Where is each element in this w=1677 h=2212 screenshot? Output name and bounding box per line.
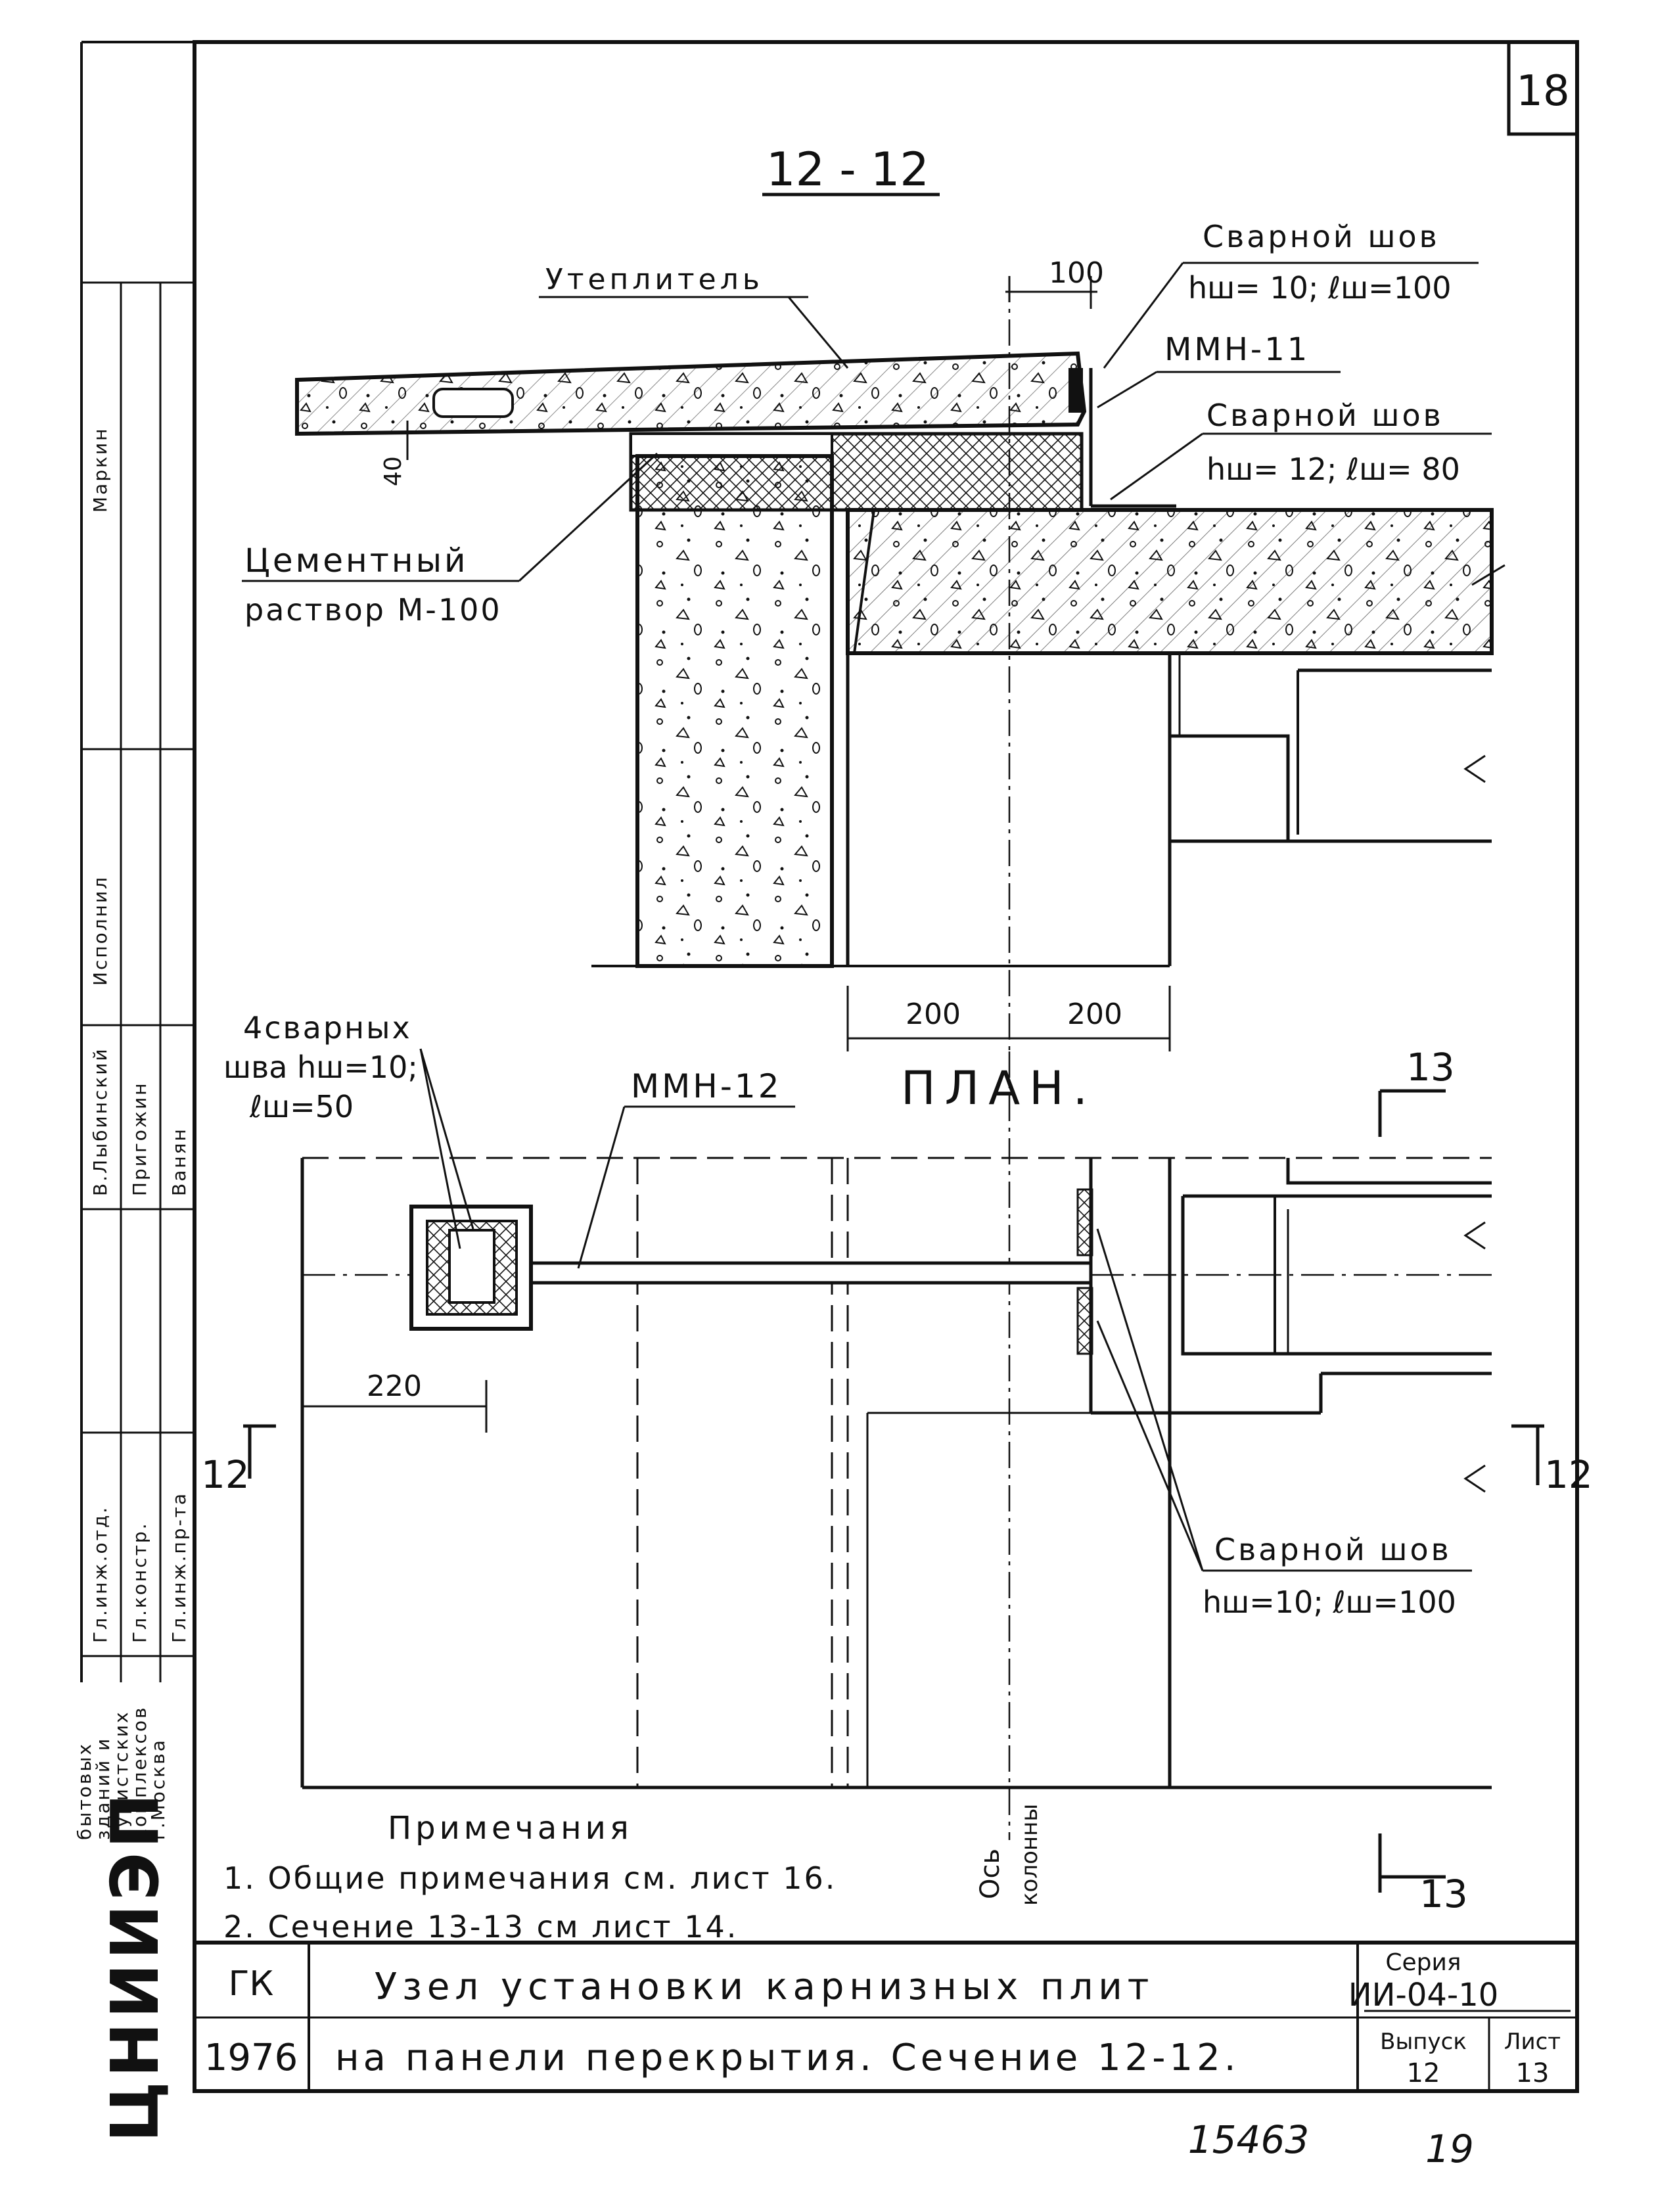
welds4-line3: ℓш=50 <box>249 1089 354 1124</box>
sheet-frame <box>80 40 1579 2093</box>
note-1: 1. Общие примечания см. лист 16. <box>223 1860 837 1896</box>
support-beam <box>1168 653 1492 966</box>
sheet-label: Лист <box>1504 2029 1561 2055</box>
role-2: Гл.констр. <box>129 1521 150 1643</box>
axis-label-2: колонны <box>1017 1804 1043 1906</box>
embedded-part <box>409 1205 533 1331</box>
sheet-number: 18 <box>1516 67 1569 116</box>
notes: Примечания 1. Общие примечания см. лист … <box>223 1810 837 1945</box>
cornice-slab <box>295 351 1087 436</box>
weld1-params: hш= 10; ℓш=100 <box>1188 270 1452 306</box>
section-title: 12 - 12 <box>766 143 929 196</box>
series-label: Серия <box>1385 1949 1461 1976</box>
footer-left: 15463 <box>1188 2117 1310 2162</box>
performer-name: Маркин <box>89 426 111 513</box>
right-plate <box>866 1158 1492 1787</box>
name-3: Ванян <box>168 1127 190 1196</box>
year: 1976 <box>204 2037 298 2079</box>
issue-label: Выпуск <box>1380 2029 1467 2055</box>
org-line-3: туристских <box>110 1710 132 1840</box>
mortar-label-1: Цементный <box>244 541 469 580</box>
notes-heading: Примечания <box>388 1810 633 1847</box>
issue-value: 12 <box>1407 2058 1440 2088</box>
weld3-params: hш=10; ℓш=100 <box>1203 1584 1456 1620</box>
series-value: ИИ-04-10 <box>1348 1977 1499 2014</box>
axis-label-1: Ось <box>975 1849 1005 1899</box>
section-12-12: 12 - 12 <box>242 143 1505 1051</box>
plan-title: ПЛАН. <box>901 1061 1097 1115</box>
mmn12-label: ММН-12 <box>631 1067 782 1105</box>
dim-200-left: 200 <box>906 998 961 1031</box>
cut-12-left: 12 <box>201 1452 250 1497</box>
org-line-2: зданий и <box>92 1737 114 1840</box>
note-2: 2. Сечение 13-13 см лист 14. <box>223 1909 738 1945</box>
role-1: Гл.инж.отд. <box>89 1506 111 1643</box>
wall-column <box>635 454 834 968</box>
weld2-params: hш= 12; ℓш= 80 <box>1206 451 1460 487</box>
left-stamp: Маркин Исполнил В.Лыбинский Пригожин Ван… <box>74 426 190 2142</box>
weld3-title: Сварной шов <box>1214 1532 1452 1567</box>
cut-12-right: 12 <box>1544 1452 1593 1497</box>
performed-label: Исполнил <box>89 875 111 986</box>
cut-13-bottom: 13 <box>1419 1872 1468 1916</box>
mortar-label-2: раствор М-100 <box>244 592 502 628</box>
welds4-line2: шва hш=10; <box>223 1049 418 1085</box>
footer-right: 19 <box>1425 2127 1474 2171</box>
drawing-title-2: на панели перекрытия. Сечение 12-12. <box>335 2037 1240 2079</box>
mmn11-label: ММН-11 <box>1164 331 1310 368</box>
code: ГК <box>229 1964 274 2004</box>
name-2: Пригожин <box>129 1081 150 1196</box>
cut-13-top: 13 <box>1406 1045 1455 1090</box>
weld2-title: Сварной шов <box>1206 398 1444 433</box>
weld1-title: Сварной шов <box>1203 219 1440 254</box>
org-logo: ЦНИИЭП <box>97 1789 173 2142</box>
dim-200-right: 200 <box>1067 998 1122 1031</box>
welds4-line1: 4сварных <box>243 1010 412 1046</box>
drawing-title-1: Узел установки карнизных плит <box>375 1966 1154 2008</box>
org-line-5: г.Москва <box>147 1738 169 1840</box>
plan-view: ПЛАН. <box>201 1010 1593 1916</box>
sheet-value: 13 <box>1516 2058 1550 2088</box>
org-line-1: бытовых <box>74 1742 95 1840</box>
dim-220: 220 <box>367 1370 422 1403</box>
dim-40: 40 <box>380 456 407 486</box>
role-3: Гл.инж.пр-та <box>168 1492 190 1643</box>
insulation-label: Утеплитель <box>545 263 764 296</box>
org-line-4: комплексов <box>129 1705 150 1840</box>
title-block: ГК 1976 Узел установки карнизных плит на… <box>195 1941 1577 2091</box>
name-1: В.Лыбинский <box>89 1047 111 1196</box>
mortar-layer <box>630 432 833 457</box>
dim-100: 100 <box>1049 256 1104 290</box>
